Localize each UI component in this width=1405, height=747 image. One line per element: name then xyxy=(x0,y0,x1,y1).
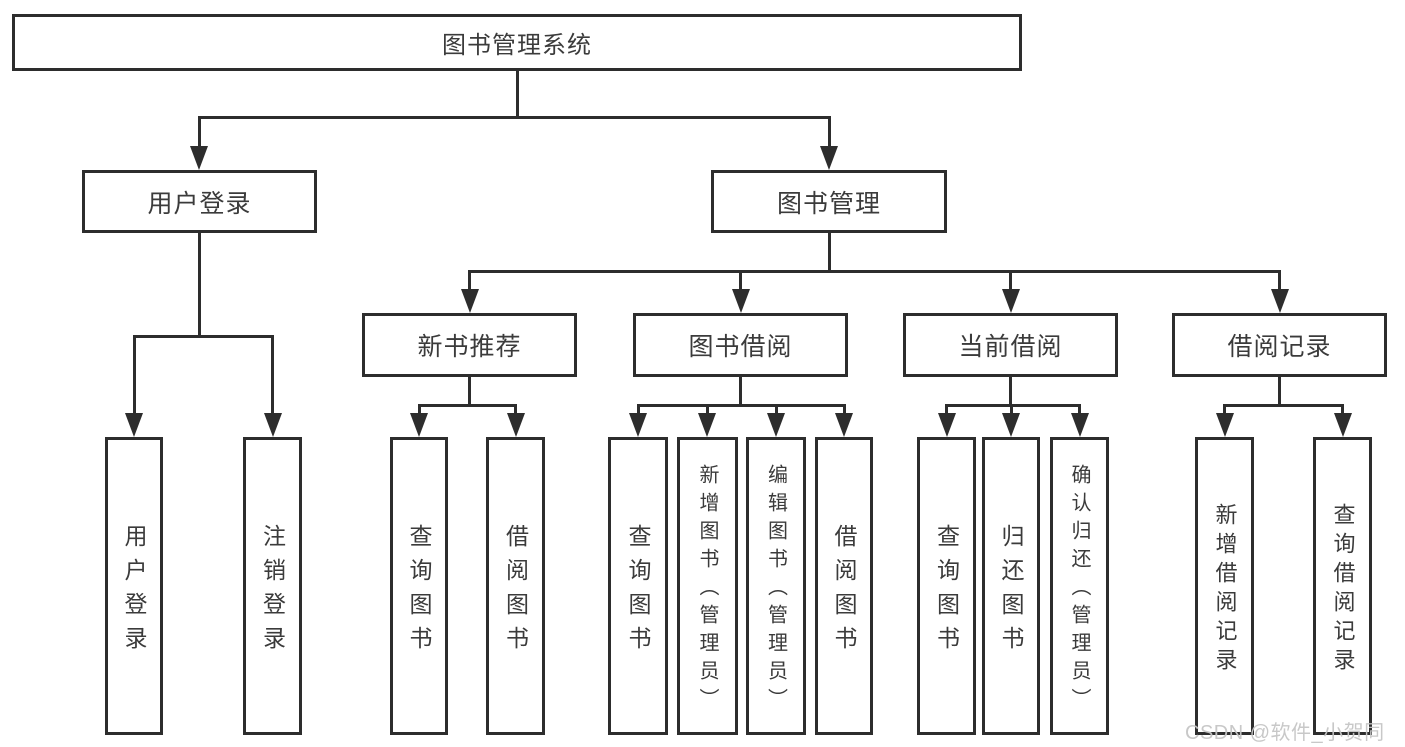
connector-line xyxy=(842,405,846,419)
leaf-edit-book-admin: 编辑图书（管理员） xyxy=(746,437,806,735)
connector-line xyxy=(1278,271,1281,295)
arrow-down-icon xyxy=(125,413,143,437)
arrow-down-icon xyxy=(698,413,716,437)
node-root-label: 图书管理系统 xyxy=(442,32,592,59)
leaf-label: 注销登录 xyxy=(259,523,286,660)
arrow-down-icon xyxy=(460,289,479,313)
node-label: 用户登录 xyxy=(147,189,252,218)
connector-line xyxy=(1278,377,1281,406)
leaf-add-book-admin: 新增图书（管理员） xyxy=(677,437,738,735)
connector-line xyxy=(1009,271,1012,295)
connector-line xyxy=(197,115,831,119)
connector-line xyxy=(1341,405,1344,419)
leaf-label: 查询图书 xyxy=(933,523,960,660)
arrow-down-icon xyxy=(1270,289,1289,313)
arrow-down-icon xyxy=(506,413,525,437)
leaf-query-books-borrow: 查询图书 xyxy=(608,437,668,735)
leaf-query-books-current: 查询图书 xyxy=(917,437,976,735)
leaf-borrow-books-recommend: 借阅图书 xyxy=(486,437,545,735)
arrow-down-icon xyxy=(820,146,838,170)
leaf-query-books-recommend: 查询图书 xyxy=(390,437,448,735)
connector-line xyxy=(827,117,831,152)
connector-line xyxy=(827,233,831,272)
connector-line xyxy=(514,405,517,419)
connector-line xyxy=(468,271,471,295)
connector-line xyxy=(197,117,201,152)
connector-line xyxy=(271,336,274,419)
node-user-login: 用户登录 xyxy=(82,170,317,233)
connector-line xyxy=(774,405,778,419)
leaf-label: 用户登录 xyxy=(121,523,147,660)
node-label: 图书借阅 xyxy=(688,333,793,361)
connector-line xyxy=(197,233,201,337)
leaf-label: 新增图书（管理员） xyxy=(696,464,718,716)
arrow-down-icon xyxy=(731,289,750,313)
arrow-down-icon xyxy=(263,413,282,437)
node-root: 图书管理系统 xyxy=(12,14,1022,71)
leaf-query-borrow-record: 查询借阅记录 xyxy=(1313,437,1372,735)
leaf-add-borrow-record: 新增借阅记录 xyxy=(1195,437,1254,735)
connector-line xyxy=(468,269,1281,273)
leaf-borrow-books: 借阅图书 xyxy=(815,437,873,735)
leaf-label: 借阅图书 xyxy=(502,523,529,660)
arrow-down-icon xyxy=(1002,413,1020,437)
leaf-label: 查询图书 xyxy=(625,523,651,660)
connector-line xyxy=(417,403,517,407)
leaf-user-login: 用户登录 xyxy=(105,437,163,735)
leaf-logout: 注销登录 xyxy=(243,437,302,735)
arrow-down-icon xyxy=(1333,413,1352,437)
node-current-borrow: 当前借阅 xyxy=(903,313,1118,377)
connector-line xyxy=(515,70,519,118)
connector-line xyxy=(132,334,274,338)
connector-line xyxy=(945,405,948,419)
connector-line xyxy=(636,405,640,419)
connector-line xyxy=(739,377,742,406)
node-label: 新书推荐 xyxy=(417,333,522,361)
leaf-label: 查询图书 xyxy=(406,523,432,660)
connector-line xyxy=(636,403,846,407)
connector-line xyxy=(1009,377,1012,406)
arrow-down-icon xyxy=(1001,289,1020,313)
connector-line xyxy=(1223,403,1344,407)
connector-line xyxy=(417,405,421,419)
arrow-down-icon xyxy=(629,413,647,437)
arrow-down-icon xyxy=(937,413,956,437)
connector-line xyxy=(945,403,1081,407)
node-book-borrow: 图书借阅 xyxy=(633,313,848,377)
arrow-down-icon xyxy=(1070,413,1089,437)
arrow-down-icon xyxy=(1215,413,1234,437)
connector-line xyxy=(132,336,136,419)
node-book-management: 图书管理 xyxy=(711,170,947,233)
leaf-label: 编辑图书（管理员） xyxy=(764,464,787,716)
connector-line xyxy=(1078,405,1081,419)
leaf-label: 确认归还（管理员） xyxy=(1068,464,1090,716)
connector-line xyxy=(705,405,709,419)
leaf-label: 借阅图书 xyxy=(831,523,857,660)
connector-line xyxy=(468,377,471,406)
leaf-return-book: 归还图书 xyxy=(982,437,1040,735)
connector-line xyxy=(1009,405,1013,419)
connector-line xyxy=(1223,405,1226,419)
leaf-confirm-return-admin: 确认归还（管理员） xyxy=(1050,437,1109,735)
node-label: 借阅记录 xyxy=(1227,333,1332,361)
leaf-label: 归还图书 xyxy=(998,523,1024,660)
leaf-label: 查询借阅记录 xyxy=(1330,502,1356,677)
leaf-label: 新增借阅记录 xyxy=(1212,502,1238,677)
arrow-down-icon xyxy=(835,413,853,437)
node-label: 图书管理 xyxy=(776,189,881,218)
watermark: CSDN @软件_小贺同学 xyxy=(1185,722,1385,744)
node-new-book-recommend: 新书推荐 xyxy=(362,313,577,377)
node-label: 当前借阅 xyxy=(958,333,1063,361)
connector-line xyxy=(739,271,742,295)
arrow-down-icon xyxy=(767,413,785,437)
node-borrow-records: 借阅记录 xyxy=(1172,313,1387,377)
arrow-down-icon xyxy=(190,146,208,170)
arrow-down-icon xyxy=(410,413,428,437)
